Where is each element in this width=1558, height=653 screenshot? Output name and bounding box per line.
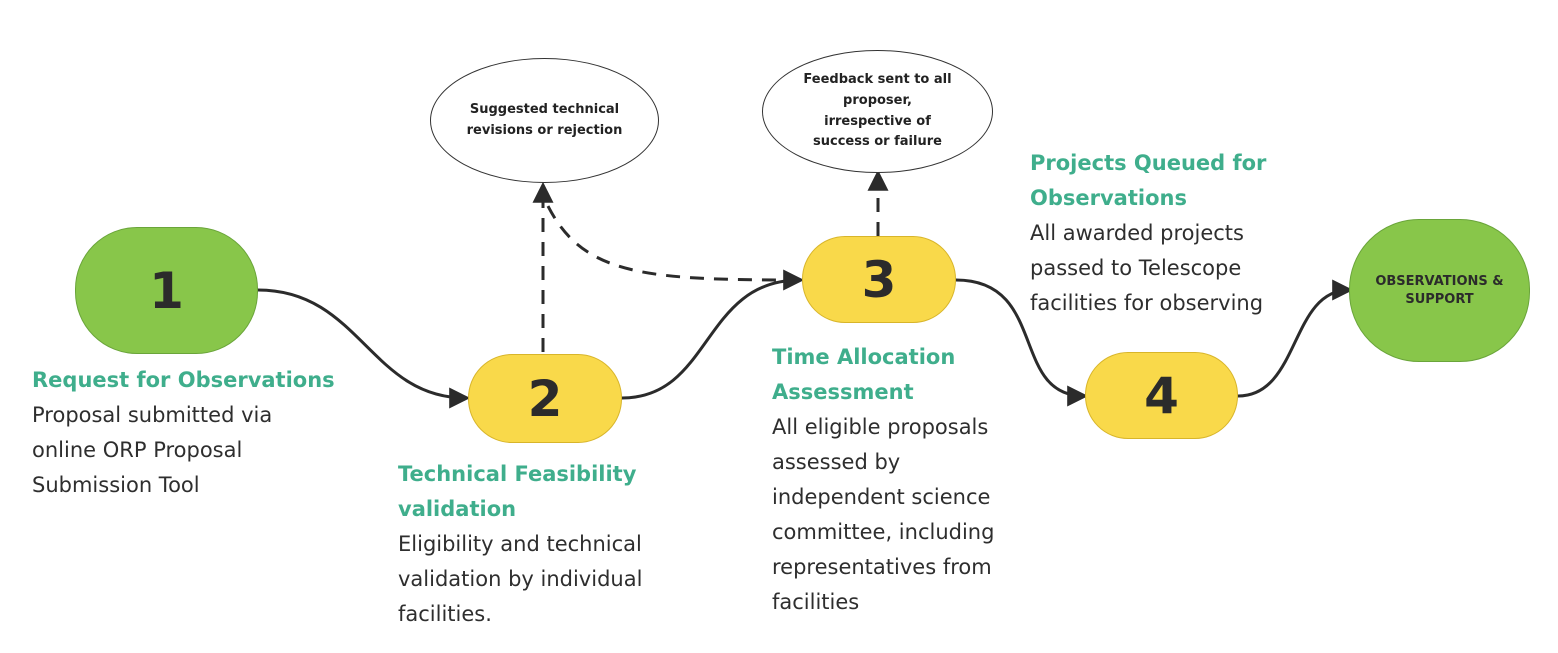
connector-2-to-3 (621, 269, 805, 400)
step-4-number: 4 (1144, 366, 1179, 425)
step-3-number: 3 (861, 250, 897, 309)
step-2-title: Technical Feasibility validation (398, 462, 637, 521)
step-4-title: Projects Queued for Observations (1030, 151, 1267, 210)
connector-4-to-final (1237, 279, 1354, 398)
step-3-title: Time Allocation Assessment (772, 345, 956, 404)
final-node: OBSERVATIONS & SUPPORT (1349, 219, 1530, 362)
step-1-number: 1 (149, 261, 184, 320)
step-4-description: All awarded projects passed to Telescope… (1030, 221, 1264, 315)
final-node-label: OBSERVATIONS & SUPPORT (1375, 273, 1504, 307)
step-2-number: 2 (527, 369, 563, 428)
feedback-bubble-text: Feedback sent to all proposer, irrespect… (803, 71, 952, 150)
step-1-title: Request for Observations (32, 368, 335, 392)
step-4-node: 4 (1085, 352, 1238, 439)
revisions-bubble-text: Suggested technical revisions or rejecti… (466, 101, 623, 138)
connector-1-to-2 (257, 288, 471, 409)
step-3-node: 3 (802, 236, 956, 323)
step-2-description: Eligibility and technical validation by … (398, 532, 643, 626)
step-2-node: 2 (468, 354, 622, 443)
feedback-bubble: Feedback sent to all proposer, irrespect… (762, 50, 993, 173)
step-3-description: All eligible proposals assessed by indep… (772, 415, 995, 614)
step-1-description: Proposal submitted via online ORP Propos… (32, 403, 273, 497)
connector-3-to-4 (955, 278, 1089, 407)
dashed-connector-3-to-revisions (543, 199, 801, 282)
revisions-bubble: Suggested technical revisions or rejecti… (430, 58, 659, 183)
step-1-node: 1 (75, 227, 258, 354)
